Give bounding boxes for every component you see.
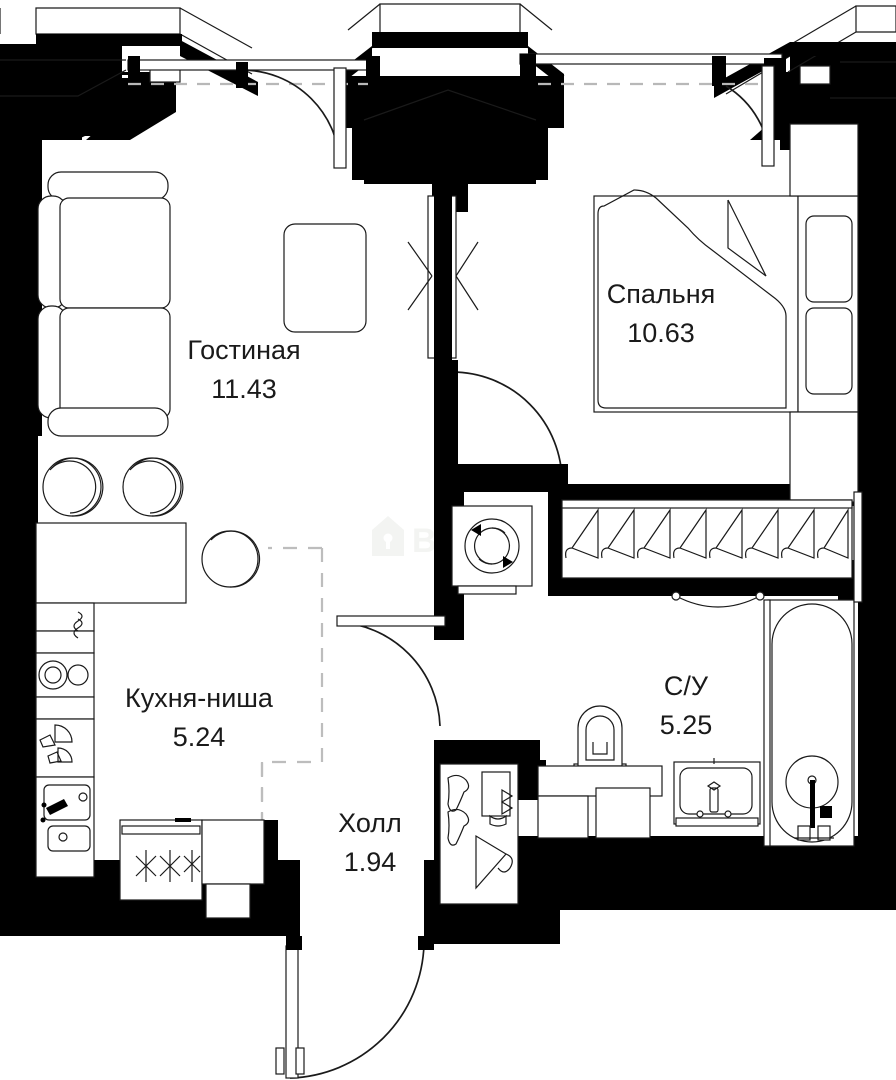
central-column-bay [335, 3, 565, 212]
room-labels: Гостиная 11.43 Спальня 10.63 Кухня-ниша … [125, 279, 715, 877]
kitchen-lower-cabinet [201, 819, 265, 919]
washing-machine-hall [451, 505, 533, 595]
room-label-bedroom: Спальня [607, 279, 716, 309]
room-area-bedroom: 10.63 [627, 318, 695, 348]
living-room-door[interactable] [434, 360, 568, 492]
balcony-door-living[interactable] [236, 62, 347, 169]
room-label-hall: Холл [338, 808, 402, 838]
room-label-living: Гостиная [187, 335, 300, 365]
coffee-table [283, 223, 367, 333]
kitchen-counter [35, 602, 95, 654]
kitchen-door[interactable] [336, 615, 446, 727]
washbasin [673, 758, 761, 827]
double-bed [593, 189, 799, 413]
house-icon [372, 516, 404, 556]
wardrobe-bedroom [789, 123, 859, 503]
partition-column [407, 190, 479, 368]
armchair-2 [122, 457, 184, 517]
room-area-bath: 5.25 [660, 710, 713, 740]
room-area-living: 11.43 [211, 374, 277, 404]
room-label-bath: С/У [664, 671, 709, 701]
bathtub [763, 491, 863, 847]
shoe-closet [439, 763, 519, 905]
balcony-door-bedroom[interactable] [725, 65, 775, 167]
wardrobe-with-hangers [561, 499, 853, 608]
room-area-hall: 1.94 [344, 847, 397, 877]
dining-table [35, 522, 187, 604]
room-area-kitchen: 5.24 [173, 722, 226, 752]
toilet [537, 705, 663, 839]
umbrella-icon [475, 834, 513, 890]
round-table [201, 530, 261, 588]
kitchen-sink [35, 776, 95, 878]
armchair-1 [42, 457, 104, 517]
sofa [37, 171, 171, 437]
cooktop [35, 652, 95, 698]
kitchen-zone-boundary [260, 546, 324, 830]
dishwasher [35, 696, 95, 778]
room-label-kitchen: Кухня-ниша [125, 683, 274, 713]
washing-machine-kitchen [119, 818, 203, 901]
entrance-door[interactable] [275, 936, 434, 1079]
